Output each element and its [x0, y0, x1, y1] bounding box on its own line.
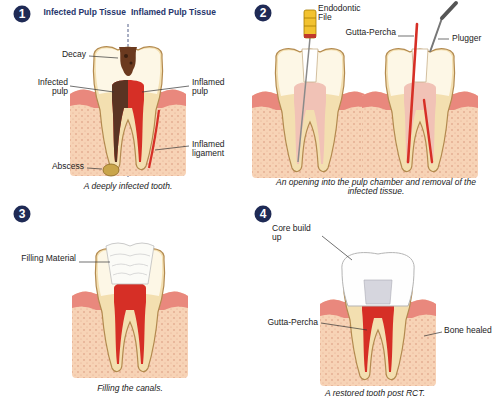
opened-tooth — [252, 49, 368, 178]
callout-number: 1 — [13, 5, 31, 23]
callout-number: 3 — [13, 205, 31, 223]
part-label: Plugger — [452, 34, 494, 43]
part-label: Infected pulp — [24, 78, 68, 97]
callout-text: 3 — [13, 205, 31, 223]
part-label: Bone healed — [444, 326, 494, 335]
infected-tooth — [70, 47, 186, 176]
callout-number: 4 — [254, 205, 272, 223]
part-label: Filling Material — [18, 254, 76, 263]
part-label: Inflamed pulp — [192, 78, 238, 97]
callout-text: 4 — [254, 205, 272, 223]
filled-tooth — [362, 24, 478, 178]
part-label: Endodontic File — [318, 4, 370, 23]
callout-number: 2 — [254, 4, 272, 22]
endodontic-file — [298, 10, 316, 162]
part-label: Decay — [36, 50, 86, 59]
column-heading: Infected Pulp Tissue — [34, 8, 126, 17]
canal-filled-tooth — [72, 243, 188, 378]
step-caption: A deeply infected tooth. — [40, 182, 216, 191]
part-label: Gutta-Percha — [344, 28, 396, 37]
part-label: Inflamed ligament — [192, 140, 244, 159]
step-caption: A restored tooth post RCT. — [280, 389, 470, 398]
plugger-instrument — [430, 3, 456, 52]
step-caption: An opening into the pulp chamber and rem… — [270, 178, 482, 197]
restored-tooth — [320, 253, 436, 386]
part-label: Gutta-Percha — [256, 318, 318, 327]
part-label: Core build up — [272, 224, 320, 243]
part-label: Abscess — [24, 162, 84, 171]
step-caption: Filling the canals. — [40, 384, 220, 393]
column-heading: Inflamed Pulp Tissue — [131, 8, 229, 17]
callout-text: 2 — [254, 4, 272, 22]
callout-text: 1 — [13, 5, 31, 23]
